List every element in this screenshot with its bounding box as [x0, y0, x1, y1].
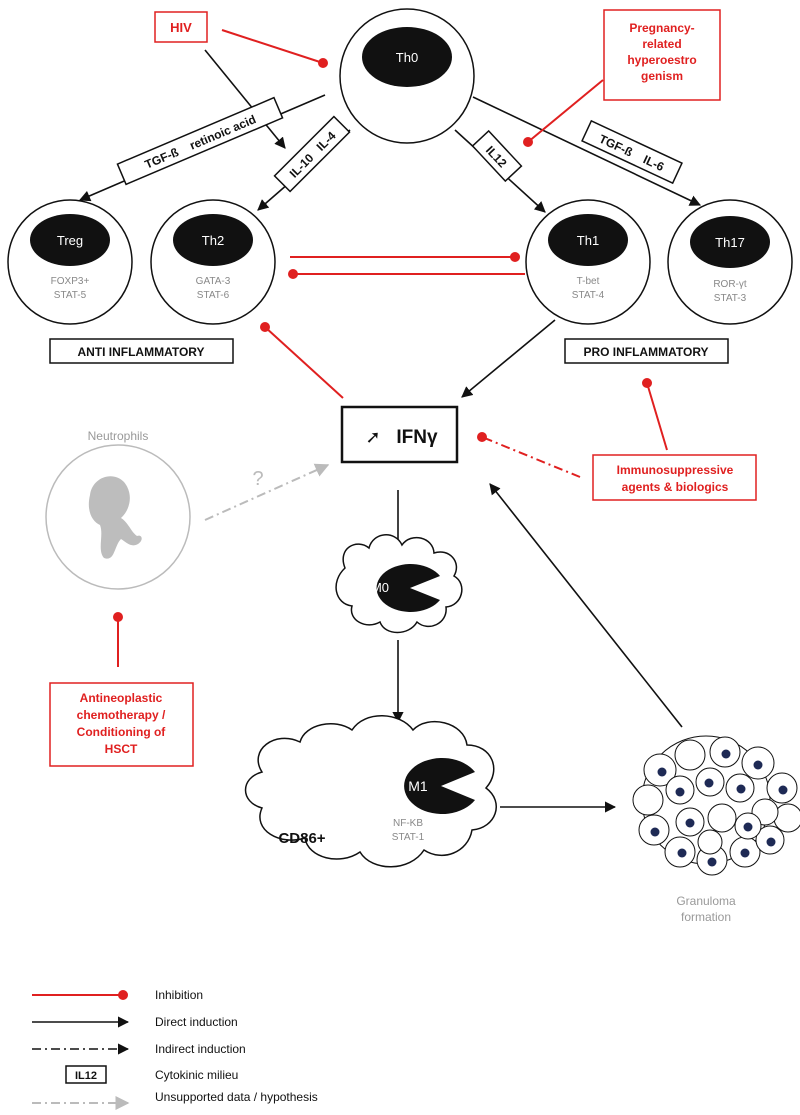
anti-inflammatory-box: ANTI INFLAMMATORY — [49, 338, 234, 364]
th17-marker-2: STAT-3 — [714, 293, 747, 304]
pro-inflammatory-box: PRO INFLAMMATORY — [564, 338, 729, 364]
treg-cell: Treg FOXP3+ STAT-5 — [7, 199, 133, 325]
nucleus-icon — [88, 476, 142, 559]
cytokine-box-treg: TGF-ß retinoic acid — [116, 96, 284, 186]
th0-to-th17-arrow — [472, 96, 702, 206]
th2-marker-1: GATA-3 — [196, 276, 231, 287]
m0-macrophage: M0 — [335, 534, 463, 634]
question-mark: ? — [252, 468, 263, 490]
neutrophil-hypothesis-arrow — [204, 463, 330, 521]
legend-inhibition-label: Inhibition — [155, 988, 203, 1002]
m1-label: M1 — [408, 778, 428, 794]
m0-label: M0 — [371, 580, 389, 595]
cytokine-box-th2: IL-10 IL-4 — [273, 115, 351, 193]
hiv-box: HIV — [154, 11, 208, 43]
th2-marker-2: STAT-6 — [197, 290, 230, 301]
treg-marker-1: FOXP3+ — [51, 276, 90, 287]
granuloma-label-2: formation — [681, 910, 731, 924]
pregnancy-line-1: Pregnancy- — [629, 21, 694, 35]
th1-label: Th1 — [577, 233, 599, 248]
immuno-inhibits-pro — [642, 378, 668, 451]
hiv-label: HIV — [170, 20, 192, 35]
antineo-line-3: Conditioning of — [77, 725, 167, 739]
th17-cell: Th17 ROR-γt STAT-3 — [667, 199, 793, 325]
hiv-to-il10-arrow — [204, 49, 286, 149]
hiv-inhibits-th0 — [221, 29, 328, 68]
neutrophil-cell: Neutrophils — [45, 429, 191, 590]
ifn-gamma-label: IFNγ — [396, 427, 438, 448]
granuloma-to-ifn-arrow — [489, 483, 683, 728]
th0-label: Th0 — [396, 50, 418, 65]
legend-cytokine-symbol — [65, 1065, 107, 1084]
cytokine-th2-label: IL-10 IL-4 — [287, 129, 339, 181]
anti-inflammatory-label: ANTI INFLAMMATORY — [77, 345, 204, 359]
ifn-inhibits-th2 — [260, 322, 344, 399]
cd86-label: CD86+ — [278, 830, 325, 847]
legend-direct-label: Direct induction — [155, 1015, 238, 1029]
pregnancy-line-3: hyperoestro — [627, 53, 696, 67]
th1-marker-1: T-bet — [577, 276, 600, 287]
th1-to-ifn-arrow — [461, 319, 556, 398]
pregnancy-inhibits-th1 — [523, 79, 604, 147]
immuno-line-2: agents & biologics — [622, 480, 729, 494]
legend: Inhibition Direct induction Indirect ind… — [32, 988, 318, 1110]
increase-arrow-icon: ➚ — [365, 427, 380, 447]
th1-cell: Th1 T-bet STAT-4 — [525, 199, 651, 325]
m1-marker-1: NF-KB — [393, 818, 423, 829]
ifn-gamma-box: ➚ IFNγ — [340, 405, 459, 464]
th1-marker-2: STAT-4 — [572, 290, 605, 301]
granuloma-nuclei — [650, 749, 788, 867]
pregnancy-line-4: genism — [641, 69, 683, 83]
th17-label: Th17 — [715, 235, 745, 250]
antineo-line-4: HSCT — [105, 742, 138, 756]
granuloma-label-1: Granuloma — [676, 894, 736, 908]
granuloma-cluster — [632, 735, 800, 876]
immunosuppressive-box: Immunosuppressive agents & biologics — [592, 454, 757, 501]
cytokine-treg-label: TGF-ß retinoic acid — [143, 112, 258, 172]
pro-inflammatory-label: PRO INFLAMMATORY — [583, 345, 708, 359]
legend-unsupported-label: Unsupported data / hypothesis — [155, 1090, 318, 1104]
th0-cell: Th0 — [339, 8, 475, 144]
antineo-line-2: chemotherapy / — [77, 708, 166, 722]
cytokine-box-th17: TGF-ß IL-6 — [581, 119, 683, 185]
legend-indirect-label: Indirect induction — [155, 1042, 246, 1056]
cytokine-box-th1: IL12 — [471, 129, 523, 183]
m1-macrophage: M1 NF-KB STAT-1 CD86+ — [244, 715, 497, 868]
antineo-line-1: Antineoplastic — [80, 691, 163, 705]
th2-label: Th2 — [202, 233, 224, 248]
legend-cytokine-box-label: IL12 — [75, 1070, 97, 1082]
th2-cell: Th2 GATA-3 STAT-6 — [150, 199, 276, 325]
neutrophils-label: Neutrophils — [88, 429, 149, 443]
pregnancy-line-2: related — [642, 37, 681, 51]
immuno-indirect-inhibits-ifn — [477, 432, 581, 478]
th17-marker-1: ROR-γt — [713, 279, 747, 290]
legend-cytokine-label: Cytokinic milieu — [155, 1068, 238, 1082]
immuno-line-1: Immunosuppressive — [617, 463, 734, 477]
treg-label: Treg — [57, 233, 83, 248]
pregnancy-box: Pregnancy- related hyperoestro genism — [603, 9, 721, 101]
antineoplastic-box: Antineoplastic chemotherapy / Conditioni… — [49, 682, 194, 767]
m1-marker-2: STAT-1 — [392, 832, 425, 843]
treg-marker-2: STAT-5 — [54, 290, 87, 301]
